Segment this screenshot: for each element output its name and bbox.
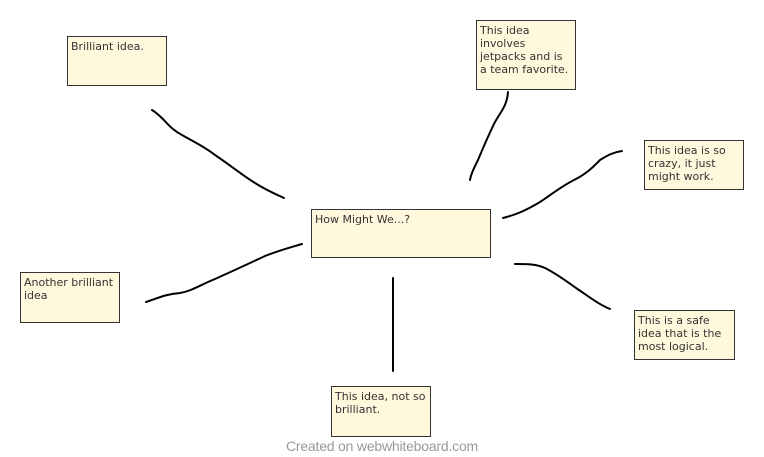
sticky-note-crazy-idea[interactable]: This idea is so crazy, it just might wor… xyxy=(644,140,744,190)
sticky-note-text: This idea, not so brilliant. xyxy=(335,390,426,416)
stroke-to-another-brilliant-idea xyxy=(145,243,303,303)
sticky-note-another-brilliant-idea[interactable]: Another brilliant idea xyxy=(20,272,120,323)
sticky-note-center[interactable]: How Might We...? xyxy=(311,209,491,258)
sticky-note-text: Another brilliant idea xyxy=(24,276,114,302)
sticky-note-text: This idea is so crazy, it just might wor… xyxy=(648,144,726,183)
footer-credit: Created on webwhiteboard.com xyxy=(285,438,479,454)
stroke-to-safe-idea xyxy=(514,263,611,310)
sticky-note-jetpacks-idea[interactable]: This idea involves jetpacks and is a tea… xyxy=(476,20,576,90)
stroke-to-brilliant-idea xyxy=(151,109,285,199)
stroke-to-crazy-idea xyxy=(502,150,623,219)
sticky-note-safe-idea[interactable]: This is a safe idea that is the most log… xyxy=(634,310,735,360)
stroke-to-jetpacks-idea xyxy=(469,91,509,181)
sticky-note-text: This is a safe idea that is the most log… xyxy=(638,314,722,353)
sticky-note-not-so-brilliant-idea[interactable]: This idea, not so brilliant. xyxy=(331,386,431,437)
sticky-note-text: Brilliant idea. xyxy=(71,40,144,53)
sticky-note-brilliant-idea[interactable]: Brilliant idea. xyxy=(67,36,167,86)
sticky-note-text: How Might We...? xyxy=(315,213,411,226)
sticky-note-text: This idea involves jetpacks and is a tea… xyxy=(480,24,569,76)
